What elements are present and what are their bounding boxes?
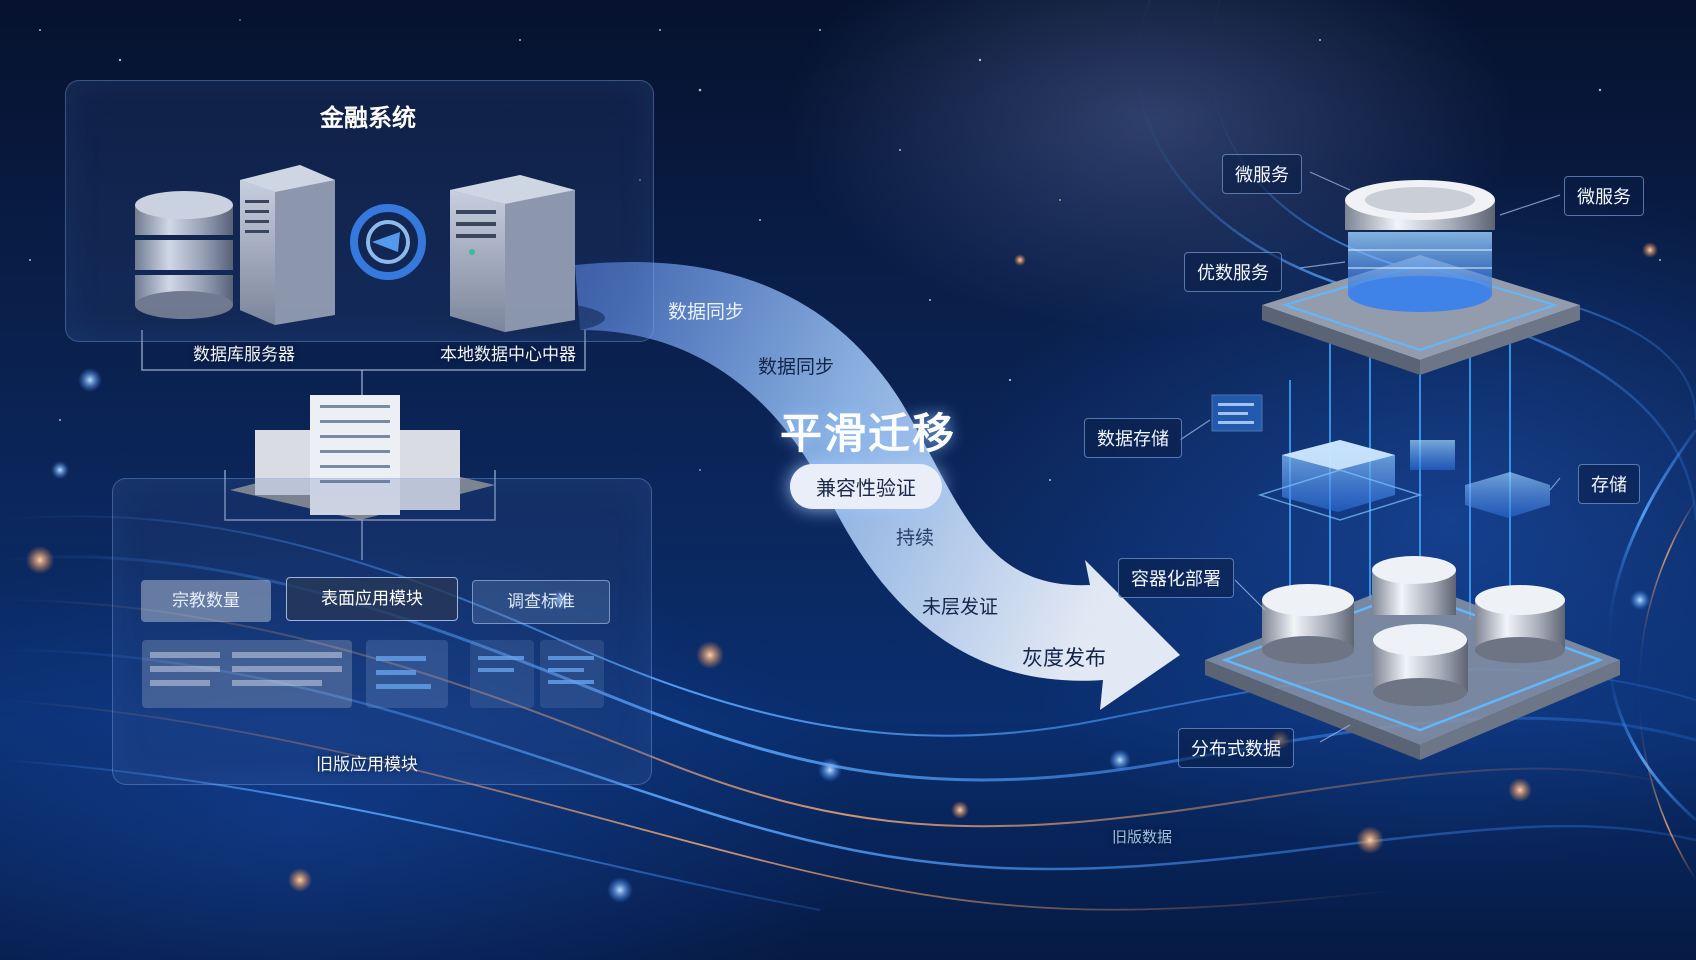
datacenter-server-icon	[415, 175, 605, 336]
flow-label-data-sync-1: 数据同步	[668, 301, 745, 323]
db-server-label: 数据库服务器	[193, 345, 295, 365]
sync-icon	[350, 204, 426, 280]
migration-title: 平滑迁移	[780, 409, 957, 458]
module-detail-cards	[142, 640, 604, 708]
server-tower-icon	[240, 165, 335, 325]
step-continuous: 持续	[896, 527, 935, 549]
compatibility-badge: 兼容性验证	[790, 464, 942, 509]
module-button-1[interactable]: 宗教数量	[141, 580, 271, 622]
cloud-label-storage: 存储	[1578, 464, 1640, 504]
cloud-label-data-storage: 数据存储	[1084, 418, 1182, 458]
legacy-modules-panel	[112, 478, 652, 785]
cloud-label-service: 优数服务	[1184, 252, 1282, 292]
module-button-2[interactable]: 表面应用模块	[286, 577, 458, 621]
cloud-label-microservice-2: 微服务	[1564, 176, 1644, 216]
cloud-label-microservice-1: 微服务	[1222, 154, 1302, 194]
old-module-label: 旧版应用模块	[316, 755, 418, 775]
legacy-system-title: 金融系统	[320, 104, 416, 132]
legacy-system-panel	[65, 80, 654, 342]
office-building-icon	[230, 395, 495, 520]
cloud-platform-illustration	[1205, 180, 1620, 760]
module-button-3[interactable]: 调查标准	[472, 580, 610, 624]
cloud-label-container: 容器化部署	[1118, 558, 1234, 598]
step-gray-release: 灰度发布	[1022, 646, 1106, 670]
flow-label-data-sync-2: 数据同步	[758, 356, 835, 378]
database-cylinder-icon	[92, 191, 272, 332]
cloud-label-distributed-data: 分布式数据	[1178, 728, 1294, 768]
legacy-data-note: 旧版数据	[1112, 828, 1173, 846]
step-cert: 未层发证	[922, 596, 999, 618]
local-datacenter-label: 本地数据中心中器	[440, 345, 576, 365]
